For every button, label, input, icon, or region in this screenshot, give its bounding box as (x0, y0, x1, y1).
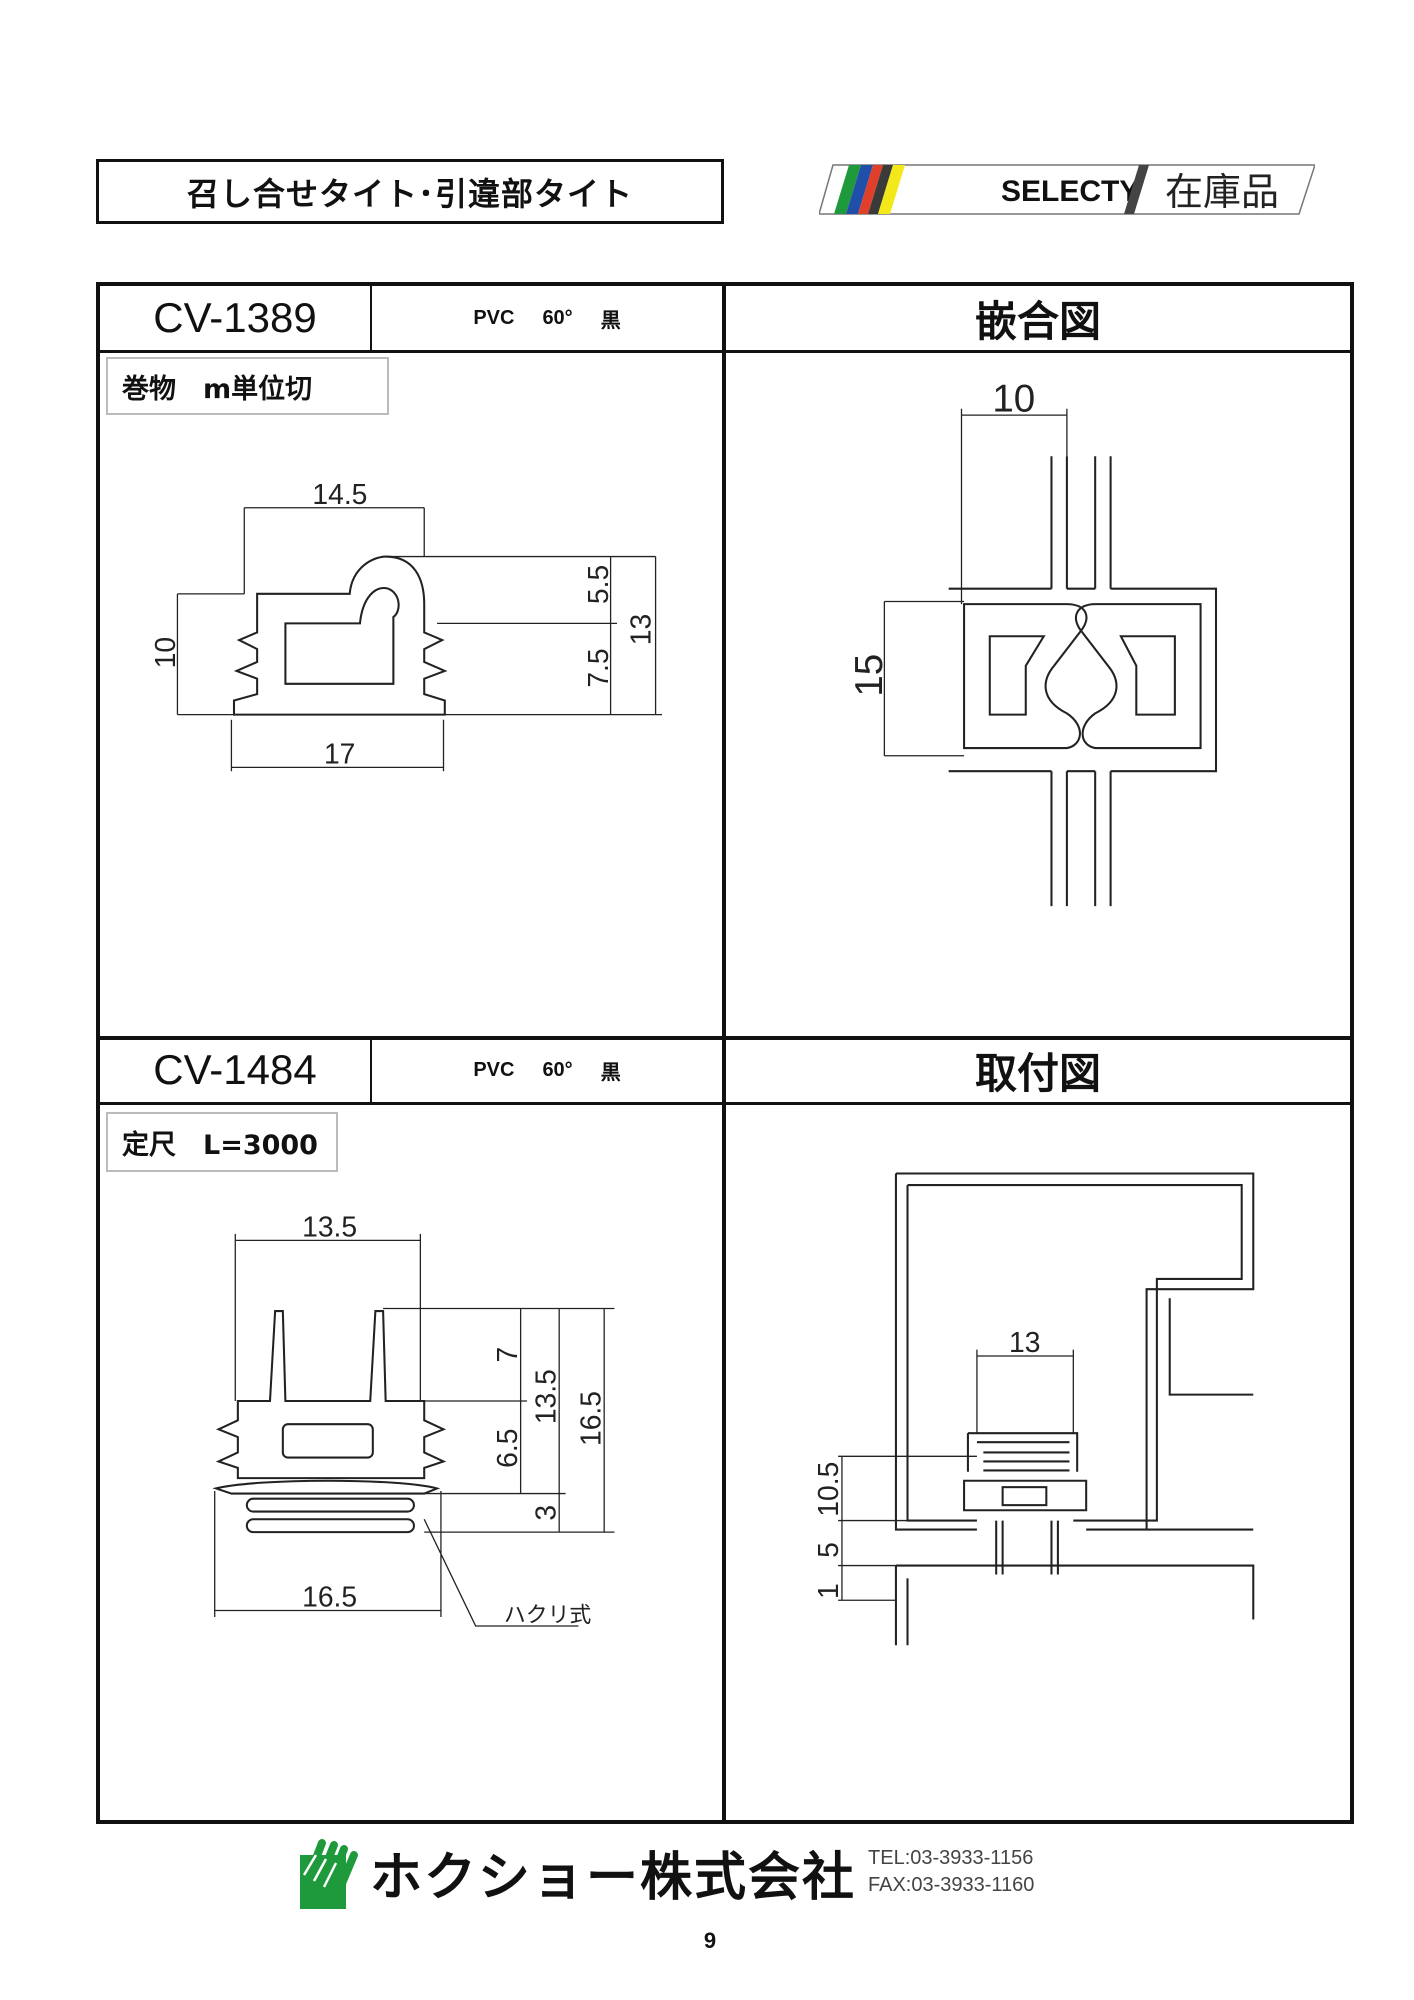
color: 黒 (600, 309, 621, 332)
product-table: CV-1389 PVC 60° 黒 嵌合図 巻物 m単位切 CV-1484 PVC 6… (96, 282, 1354, 1824)
supply-label-2: 定尺 L=3000 (106, 1112, 338, 1172)
product-code-2: CV-1484 (153, 1046, 317, 1093)
stripe-red (858, 165, 883, 214)
hardness: 60° (542, 1058, 573, 1081)
stripe-black (868, 165, 893, 214)
page-title: 召し合せタイト･引違部タイト (96, 159, 724, 224)
material: PVC (473, 1058, 515, 1081)
row-divider (100, 1036, 1350, 1040)
footer: ホクショー株式会社 TEL:03-3933-1156 FAX:03-3933-1… (300, 1832, 1080, 1912)
product-spec-2: PVC 60° 黒 (372, 1038, 722, 1102)
badge-outline (819, 164, 1315, 215)
stripe-yellow (878, 165, 905, 214)
center-divider (722, 286, 726, 1820)
stock-label: 在庫品 (1165, 170, 1279, 214)
supply-label-1: 巻物 m単位切 (106, 357, 389, 415)
stripe-blue (846, 165, 873, 214)
fitting-title: 嵌合図 (974, 296, 1101, 346)
brand-name: SELECTY (1001, 175, 1139, 208)
product-spec-1: PVC 60° 黒 (372, 286, 722, 350)
code-divider-2 (370, 1038, 372, 1102)
material: PVC (473, 306, 515, 329)
slash-divider (1124, 165, 1149, 214)
page-number: 9 (703, 1928, 717, 1953)
color: 黒 (600, 1061, 621, 1084)
hardness: 60° (542, 306, 573, 329)
row2-header-divider (100, 1102, 1350, 1105)
mounting-title: 取付図 (974, 1048, 1101, 1098)
product-code-1: CV-1389 (153, 294, 317, 341)
fax: FAX:03-3933-1160 (868, 1874, 1035, 1896)
selecty-stock-badge: SELECTY 在庫品 (819, 164, 1315, 215)
stripe-green (834, 165, 861, 214)
company-logo-icon (300, 1839, 358, 1909)
company-name: ホクショー株式会社 (370, 1847, 857, 1908)
row1-header-divider (100, 350, 1350, 353)
contact-info: TEL:03-3933-1156 FAX:03-3933-1160 (868, 1845, 1034, 1899)
phone: TEL:03-3933-1156 (868, 1847, 1034, 1869)
code-divider-1 (370, 286, 372, 350)
